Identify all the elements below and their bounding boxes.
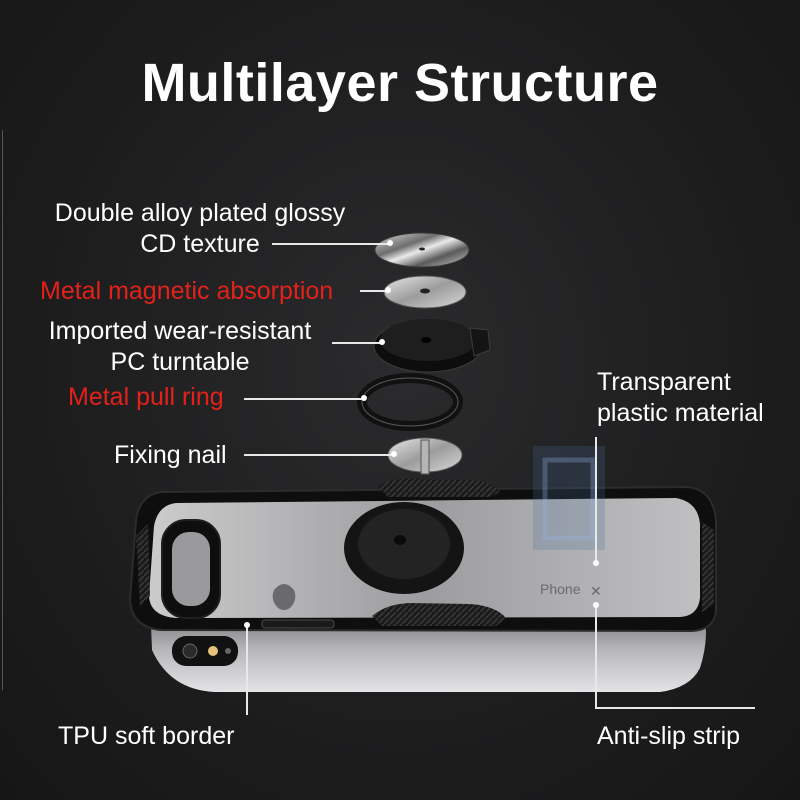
cd-texture-disc: [374, 232, 470, 268]
label-transparent-line2: plastic material: [597, 399, 764, 427]
pc-turntable: [373, 319, 491, 373]
phone-case: Phone ✕: [128, 478, 717, 633]
callout-line-cd: [272, 243, 390, 245]
callout-dot-nail: [391, 451, 397, 457]
label-cd-texture-line1: Double alloy plated glossy: [54, 199, 346, 227]
label-turntable-line2: PC turntable: [110, 348, 250, 376]
fixing-nail: [387, 437, 463, 475]
label-cd-texture-line2: CD texture: [140, 230, 260, 258]
label-pull-ring: Metal pull ring: [68, 383, 224, 411]
callout-line-antislip-v: [595, 605, 597, 709]
label-cd-texture: Double alloy plated glossy CD texture: [30, 198, 370, 260]
callout-dot-tpu: [244, 622, 250, 628]
left-edge-line: [2, 130, 3, 690]
callout-line-ring: [244, 398, 364, 400]
label-fixing-nail: Fixing nail: [114, 441, 227, 469]
callout-line-nail: [244, 454, 394, 456]
callout-line-transparent: [595, 437, 597, 563]
label-transparent-line1: Transparent: [597, 368, 731, 396]
label-anti-slip: Anti-slip strip: [597, 722, 741, 750]
label-turntable: Imported wear-resistant PC turntable: [30, 316, 330, 378]
callout-dot-magnetic: [385, 287, 391, 293]
svg-text:Phone: Phone: [540, 581, 581, 597]
svg-text:✕: ✕: [590, 583, 602, 599]
callout-dot-cd: [387, 240, 393, 246]
callout-line-magnetic: [360, 290, 388, 292]
label-tpu-border: TPU soft border: [58, 722, 235, 750]
label-magnetic: Metal magnetic absorption: [40, 277, 334, 305]
callout-dot-transparent: [593, 560, 599, 566]
callout-dot-turntable: [379, 339, 385, 345]
callout-line-tpu: [246, 625, 248, 715]
metal-pull-ring: [357, 373, 463, 431]
callout-line-turntable: [332, 342, 382, 344]
label-turntable-line1: Imported wear-resistant: [48, 317, 312, 345]
label-transparent: Transparent plastic material: [597, 367, 764, 429]
callout-dot-antislip: [593, 602, 599, 608]
page-title: Multilayer Structure: [141, 53, 659, 113]
callout-dot-ring: [361, 395, 367, 401]
magnetic-plate: [383, 275, 467, 309]
callout-line-antislip-h: [595, 707, 755, 709]
watermark-logo: [533, 446, 605, 550]
